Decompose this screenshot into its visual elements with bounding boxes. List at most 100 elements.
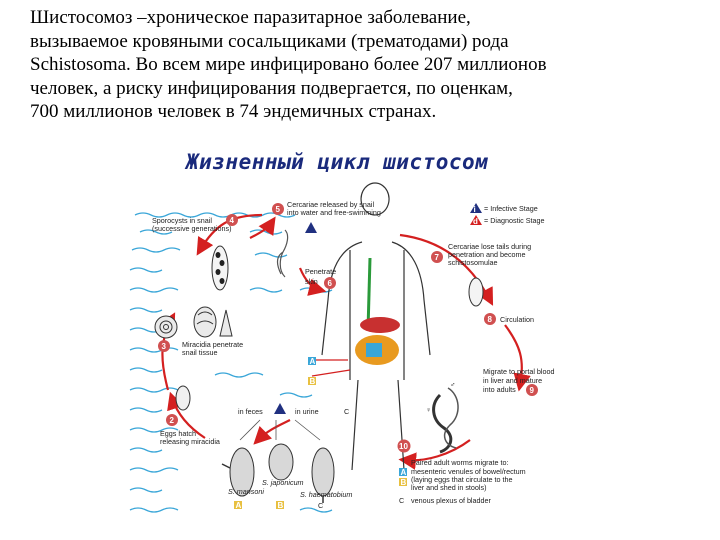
stage-9: Migrate to portal blood in liver and mat… (483, 367, 555, 396)
stage-5-circle (272, 203, 284, 215)
stage-6-number: 6 (328, 279, 333, 288)
intro-text: Шистосомоз –хроническое паразитарное заб… (30, 6, 700, 124)
stage-3-line2: snail tissue (182, 348, 218, 357)
egg-b-badge: B (278, 501, 284, 510)
dest-b-badge: B (401, 478, 407, 487)
diagnostic-marker-icon (274, 403, 286, 414)
egg-japonicum-icon (268, 443, 294, 481)
egg-mansoni-icon (229, 447, 255, 497)
stage-6-line1: Penetrate (305, 267, 336, 276)
stage-9-number: 9 (530, 386, 535, 395)
diagram-heading: Жизненный цикл шистосом (186, 150, 489, 174)
stage-6-line2: skin (305, 277, 318, 286)
stage-3-number: 3 (162, 342, 167, 351)
stage-5-line2: into water and free-swimming (287, 208, 381, 217)
species-japonicum: S. japonicum (262, 478, 304, 487)
stage-4-number: 4 (230, 216, 235, 225)
organ-c-badge: C (344, 407, 349, 416)
intro-line-5: 700 миллионов человек в 74 эндемичных ст… (30, 101, 437, 122)
stage-9-line3: into adults (483, 385, 516, 394)
stage-8: 8 Circulation (484, 313, 534, 325)
diagnostic-triangle-icon (470, 215, 482, 225)
stage-7-line2: penetration and become (448, 250, 526, 259)
stage-3-circle (158, 340, 170, 352)
stage-4-circle (226, 214, 238, 226)
stage-4: 4 Sporocysts in snail (successive genera… (152, 214, 238, 291)
miracidium-icon (175, 385, 191, 411)
adult-worms: ♂ ♀ (426, 380, 459, 454)
liver-icon (360, 317, 400, 333)
dest-c-text: venous plexus of bladder (411, 496, 492, 505)
vein-icon (366, 257, 372, 331)
stage-2: 2 Eggs hatch releasing miracidia (160, 385, 220, 446)
stage-7-number: 7 (435, 253, 440, 262)
female-symbol: ♀ (426, 405, 431, 414)
snail-bulinus-icon (193, 306, 217, 338)
stage-10: 10 Paired adult worms migrate to: A B me… (397, 439, 526, 505)
stage-2-number: 2 (170, 416, 175, 425)
stage-2-circle (166, 414, 178, 426)
stage-7-line1: Cercariae lose tails during (448, 242, 531, 251)
excretion-labels: in feces in urine (238, 403, 321, 441)
legend-d-mark: d (473, 217, 478, 226)
stage-7-circle (431, 251, 443, 263)
stage-10-number: 10 (399, 442, 408, 451)
legend-i-mark: i (474, 205, 476, 214)
infective-marker-icon (305, 222, 317, 233)
stage-9-line2: in liver and mature (483, 376, 542, 385)
organ-a-badge: A (310, 357, 316, 366)
stage-9-circle (526, 384, 538, 396)
stage-5-number: 5 (276, 205, 281, 214)
human-figure (311, 182, 431, 471)
egg-c-badge: C (318, 501, 323, 510)
dest-a-text2: (laying eggs that circulate to the (411, 475, 512, 484)
snail-oncomelania-icon (219, 309, 233, 337)
adult-female-worm-icon (443, 387, 459, 449)
stage-10-line1: Paired adult worms migrate to: (411, 458, 508, 467)
intro-line-4: человек, а риску инфицирования подвергае… (30, 77, 513, 99)
in-feces-label: in feces (238, 407, 263, 416)
sporocyst-icon (211, 245, 229, 291)
intro-line-2: вызываемое кровяными сосальщиками (трема… (30, 30, 509, 52)
legend-diagnostic-label: = Diagnostic Stage (484, 216, 545, 225)
stage-4-line1: Sporocysts in snail (152, 216, 212, 225)
snail-planorbid-icon (154, 315, 178, 339)
egg-haematobium-icon (311, 447, 335, 497)
stage-7-line3: schistosomulae (448, 258, 498, 267)
legend-infective-label: = Infective Stage (484, 204, 538, 213)
stage-7: 7 Cercariae lose tails during penetratio… (431, 242, 531, 307)
stage-10-circle (397, 439, 411, 453)
in-urine-label: in urine (295, 407, 319, 416)
cercaria-icon (276, 229, 289, 278)
dest-a-text1: mesenteric venules of bowel/rectum (411, 467, 526, 476)
organ-b-badge: B (310, 377, 316, 386)
stage-8-line1: Circulation (500, 315, 534, 324)
legend: i = Infective Stage d = Diagnostic Stage (470, 203, 545, 226)
dest-a-text3: liver and shed in stools) (411, 483, 487, 492)
stage-8-circle (484, 313, 496, 325)
stage-5-line1: Cercariae released by snail (287, 200, 374, 209)
infective-triangle-icon (470, 203, 482, 213)
stage-6-circle (324, 277, 336, 289)
stage-2-line1: Eggs hatch (160, 429, 196, 438)
intro-line-3: Schistosoma. Во всем мире инфицировано б… (30, 54, 547, 75)
schistosomula-icon (468, 277, 484, 307)
stage-3: 3 Miracidia penetrate snail tissue (154, 306, 243, 357)
eggs: S. mansoni S. japonicum S. haematobium A… (221, 443, 352, 510)
stage-3-line1: Miracidia penetrate (182, 340, 243, 349)
stage-6: Penetrate skin 6 (305, 267, 336, 289)
stage-8-number: 8 (488, 315, 493, 324)
stage-9-line1: Migrate to portal blood (483, 367, 555, 376)
stage-5: 5 Cercariae released by snail into water… (272, 200, 381, 278)
egg-a-badge: A (236, 501, 242, 510)
dest-a-badge: A (401, 468, 407, 477)
species-mansoni: S. mansoni (228, 487, 264, 496)
species-haematobium: S. haematobium (300, 490, 352, 499)
intro-line-1: Шистосомоз –хроническое паразитарное заб… (30, 7, 471, 28)
stage-4-line2: (successive generations) (152, 224, 232, 233)
stage-2-line2: releasing miracidia (160, 437, 220, 446)
adult-male-worm-icon (432, 393, 453, 454)
dest-c-badge: C (399, 496, 404, 505)
male-symbol: ♂ (450, 380, 455, 389)
